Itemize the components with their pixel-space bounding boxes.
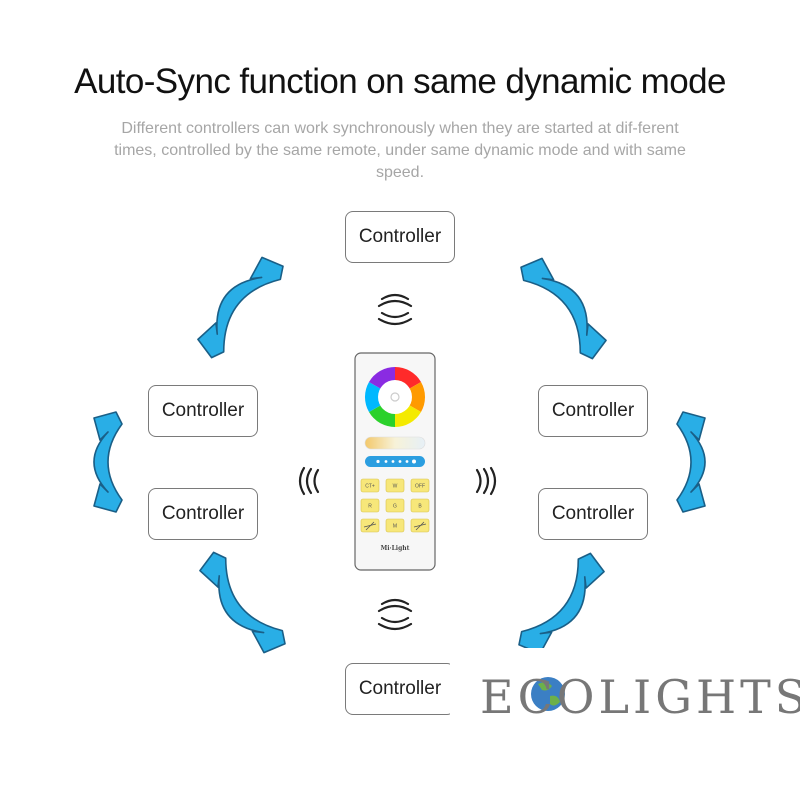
remote-btn-4: R [368,504,372,510]
logo-text: ECOLIGHTS [480,670,800,724]
controller-left-lower: Controller [148,488,258,540]
brightness-slider [365,456,425,467]
logo-globe-icon [531,677,565,711]
ecolights-logo: ECOLIGHTS [450,648,800,743]
sync-arrow-left [93,411,123,513]
remote-btn-3: OFF [415,484,425,490]
controller-right-upper: Controller [538,385,648,437]
remote-control: CT+ W OFF R G B M Mi·Light [354,352,436,571]
controller-right-lower: Controller [538,488,648,540]
remote-brand: Mi·Light [381,545,410,552]
controller-bottom: Controller [345,663,455,715]
color-temperature-slider [364,436,426,450]
controller-top: Controller [345,211,455,263]
color-wheel-icon [364,367,426,427]
sync-arrow-top-right [520,257,607,360]
signal-waves-right [475,466,497,496]
signal-waves-left [298,466,320,496]
sync-arrow-right [676,411,706,513]
page-subtitle: Different controllers can work synchrono… [114,120,686,181]
controller-left-upper: Controller [148,385,258,437]
remote-btn-2: W [393,484,398,490]
remote-btn-1: CT+ [365,484,375,490]
signal-waves-bottom [377,598,413,631]
sync-arrow-bottom-left [199,551,286,654]
page-title: Auto-Sync function on same dynamic mode [74,62,726,101]
remote-btn-8: M [393,524,397,530]
signal-waves-top [377,293,413,326]
sync-arrow-top-left [197,256,284,359]
sync-arrow-bottom-right [518,552,605,655]
remote-btn-6: B [418,504,422,510]
remote-btn-5: G [393,504,397,510]
